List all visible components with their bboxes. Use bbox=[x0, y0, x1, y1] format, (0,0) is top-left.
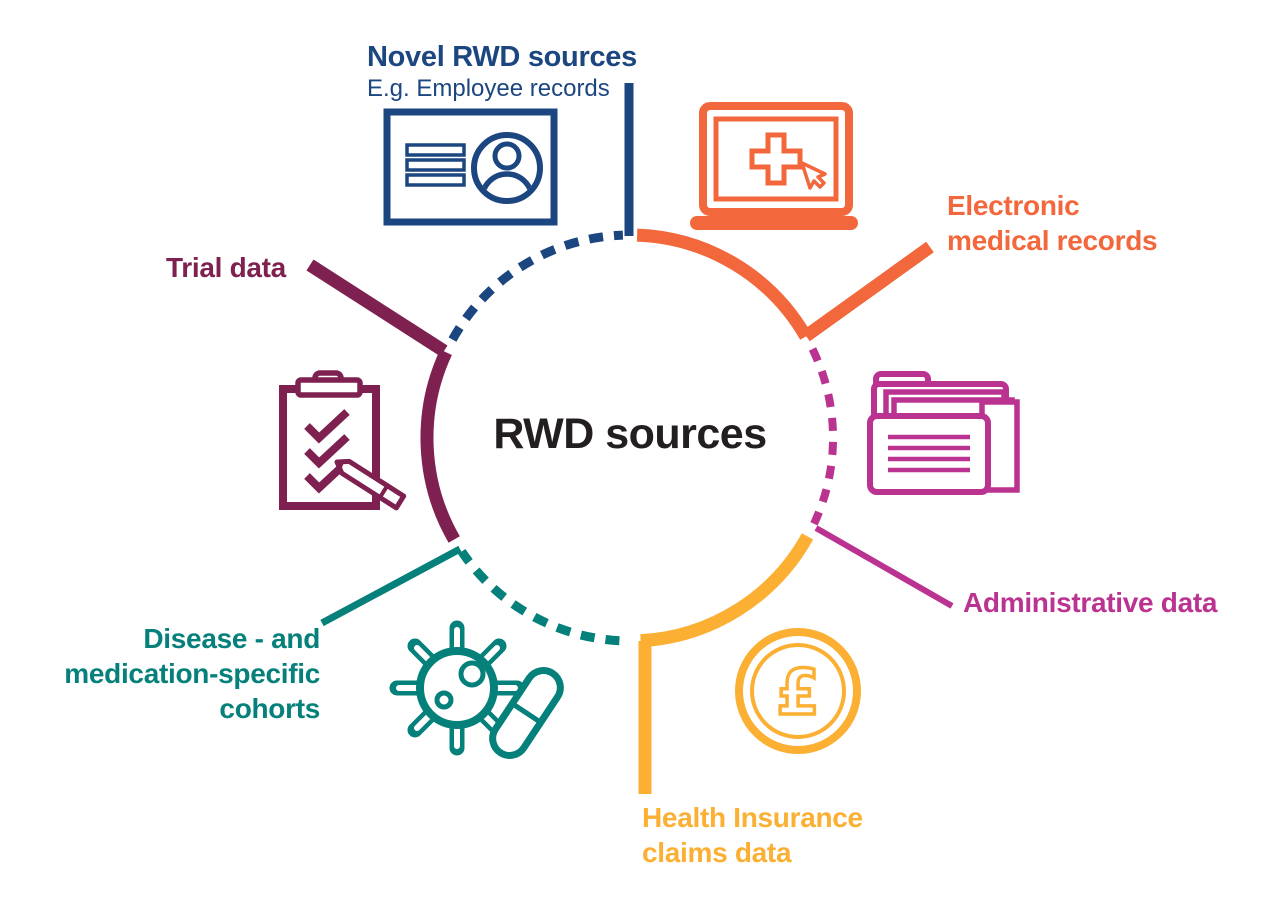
clipboard-checklist-icon bbox=[279, 370, 407, 511]
virus-pill-icon bbox=[389, 620, 564, 759]
label-subline: E.g. Employee records bbox=[367, 75, 610, 102]
pound-symbol: £ bbox=[776, 656, 819, 729]
center-title: RWD sources bbox=[493, 410, 767, 458]
arc-health-insurance-claims bbox=[640, 533, 814, 648]
pill-capsule bbox=[489, 667, 564, 759]
label-line: Administrative data bbox=[963, 587, 1218, 618]
arc-trial-data bbox=[420, 349, 460, 543]
label-line: cohorts bbox=[219, 693, 320, 724]
connector-electronic-medical-records bbox=[802, 241, 934, 342]
cursor-icon bbox=[800, 161, 827, 190]
pencil-icon bbox=[334, 458, 407, 511]
label-novel-rwd-sources: Novel RWD sources E.g. Employee records bbox=[367, 41, 637, 104]
label-electronic-medical-records: Electronic medical records bbox=[947, 188, 1158, 258]
center-circle bbox=[462, 270, 798, 606]
label-line: Novel RWD sources bbox=[367, 41, 637, 73]
document-lines bbox=[888, 434, 970, 473]
laptop-medical-icon bbox=[690, 102, 858, 230]
label-line: medication-specific bbox=[64, 658, 320, 689]
label-disease-medication-cohorts: Disease - and medication-specific cohort… bbox=[20, 621, 320, 726]
label-health-insurance-claims-data: Health Insurance claims data bbox=[642, 800, 863, 870]
connector-trial-data bbox=[306, 259, 448, 357]
label-line: Disease - and bbox=[143, 623, 320, 654]
label-line: medical records bbox=[947, 225, 1158, 256]
ring bbox=[420, 228, 838, 648]
folder-documents-icon bbox=[867, 371, 1020, 495]
checkmarks bbox=[304, 409, 350, 494]
connector-administrative-data bbox=[814, 525, 954, 609]
connectors bbox=[306, 83, 954, 794]
label-line: Electronic bbox=[947, 190, 1080, 221]
arc-novel-rwd bbox=[448, 230, 624, 342]
pound-coin-icon: £ bbox=[735, 628, 861, 754]
label-trial-data: Trial data bbox=[166, 250, 286, 285]
label-line: claims data bbox=[642, 837, 792, 868]
arc-electronic-medical-records bbox=[636, 228, 812, 340]
label-administrative-data: Administrative data bbox=[963, 585, 1217, 620]
connector-disease-cohorts bbox=[320, 545, 462, 627]
label-line: Trial data bbox=[166, 252, 286, 283]
label-line: Health Insurance bbox=[642, 802, 863, 833]
id-card-icon bbox=[383, 108, 558, 226]
